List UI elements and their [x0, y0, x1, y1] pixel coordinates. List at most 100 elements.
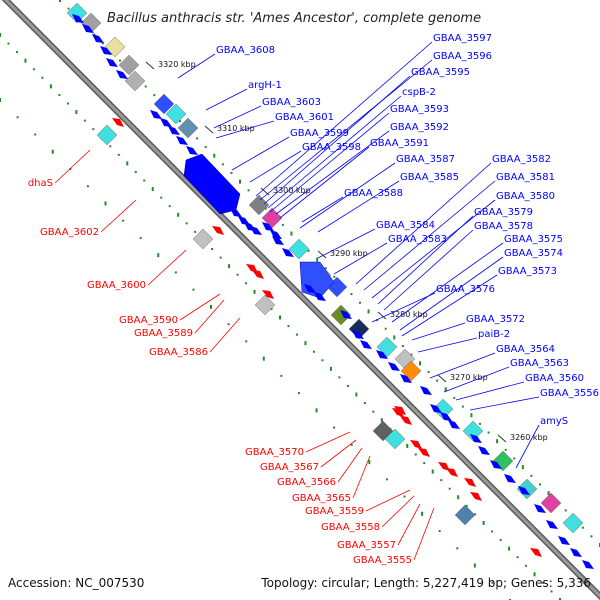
reverse-gene-label: GBAA_3570: [245, 447, 304, 458]
gc-dot-outer: [321, 359, 324, 362]
gc-dot-inner: [221, 163, 224, 166]
gc-dot-outer: [559, 598, 561, 600]
forward-gene-arrow: [582, 560, 594, 569]
forward-gene-label: GBAA_3584: [376, 220, 435, 231]
reverse-gene-label: GBAA_3565: [292, 493, 351, 504]
forward-label-leader: [317, 180, 400, 233]
gc-dot-inner: [539, 483, 541, 486]
reverse-label-leader: [352, 455, 371, 499]
forward-gene-label: GBAA_3572: [466, 314, 525, 325]
gc-dot-far: [421, 511, 424, 516]
feature-block: [153, 93, 175, 115]
gc-dot-far: [245, 340, 248, 343]
reverse-gene-arrow: [252, 270, 264, 279]
gc-dot-outer: [312, 350, 315, 353]
gc-dot-far: [174, 271, 177, 274]
gc-dot-inner: [384, 327, 387, 330]
forward-gene-arrow: [400, 374, 412, 383]
forward-gene-arrow: [352, 330, 364, 339]
forward-label-leader: [267, 95, 402, 209]
gc-dot-outer: [168, 205, 171, 208]
forward-gene-label: GBAA_3573: [498, 266, 557, 277]
forward-gene-arrow: [490, 460, 502, 469]
forward-gene-label: GBAA_3578: [474, 221, 533, 232]
gc-dot-inner: [376, 319, 379, 322]
forward-gene-arrow: [478, 446, 490, 455]
gc-dot-inner: [281, 223, 284, 226]
gc-dot-far: [0, 98, 1, 102]
gc-dot-far: [280, 374, 283, 377]
reverse-gene-arrow: [530, 548, 542, 557]
gc-dot-inner: [350, 293, 353, 296]
feature-block: [462, 420, 484, 442]
gc-dot-outer: [160, 196, 163, 199]
forward-gene-arrow: [518, 486, 530, 495]
reverse-gene-label: dhaS: [28, 178, 53, 189]
forward-label-leader: [429, 352, 496, 379]
gc-dot-outer: [92, 128, 95, 131]
reverse-gene-label: GBAA_3586: [149, 347, 208, 358]
gc-dot-outer: [24, 58, 27, 63]
reverse-gene-label: GBAA_3567: [260, 462, 319, 473]
gc-dot-far: [227, 323, 230, 326]
forward-gene-label: GBAA_3564: [496, 344, 555, 355]
gc-dot-inner: [436, 379, 439, 382]
feature-block: [118, 54, 140, 76]
forward-gene-label: GBAA_3560: [525, 373, 584, 384]
gc-dot-inner: [479, 422, 481, 425]
gc-dot-outer: [126, 161, 129, 166]
forward-label-leader: [275, 130, 390, 215]
feature-blocks: [66, 2, 584, 534]
forward-gene-arrow: [270, 230, 282, 239]
gc-dot-far: [139, 236, 142, 239]
feature-block: [165, 103, 187, 125]
gc-dot-inner: [521, 465, 524, 470]
gc-dot-outer: [41, 76, 44, 79]
feature-block: [192, 228, 214, 250]
reverse-gene-arrow: [470, 492, 482, 501]
forward-label-leader: [443, 366, 510, 393]
gc-dot-inner: [153, 94, 156, 97]
gc-dot-inner: [179, 120, 181, 123]
feature-block: [177, 117, 199, 139]
gc-dot-inner: [581, 526, 584, 529]
forward-label-leader: [355, 162, 492, 285]
scale-tick-mark: [377, 311, 387, 320]
reverse-label-leader: [54, 149, 91, 184]
reverse-gene-arrow: [112, 118, 124, 127]
gc-dot-outer: [491, 530, 494, 533]
forward-gene-arrow: [546, 520, 558, 529]
forward-gene-label: GBAA_3580: [496, 191, 555, 202]
gc-dot-outer: [516, 556, 519, 559]
forward-gene-arrow: [420, 386, 432, 395]
feature-block: [104, 36, 126, 58]
gc-dot-outer: [287, 325, 290, 328]
gc-dot-outer: [270, 307, 273, 310]
forward-gene-label: argH-1: [248, 80, 282, 91]
scale-tick-label: 3260 kbp: [510, 433, 548, 442]
forward-gene-label: GBAA_3579: [474, 207, 533, 218]
gc-dot-inner: [444, 387, 447, 392]
gc-dot-far: [350, 443, 353, 446]
reverse-label-leader: [320, 439, 357, 468]
forward-gene-arrow: [504, 474, 516, 483]
gc-dot-outer: [380, 418, 383, 423]
gc-dot-inner: [590, 535, 593, 538]
gc-dot-inner: [144, 85, 147, 88]
reverse-gene-label: GBAA_3589: [134, 328, 193, 339]
reverse-label-leader: [100, 199, 137, 233]
forward-label-leader: [377, 215, 474, 305]
reverse-gene-label: GBAA_3559: [305, 506, 364, 517]
gc-dot-far: [157, 253, 160, 258]
gc-dot-inner: [461, 405, 464, 408]
gc-dot-inner: [530, 474, 533, 477]
gc-dot-far: [210, 304, 213, 309]
gc-dot-inner: [496, 439, 499, 444]
forward-label-leader: [455, 381, 525, 401]
forward-gene-label: GBAA_3582: [492, 154, 551, 165]
forward-label-leader: [213, 105, 262, 129]
forward-label-leader: [399, 256, 504, 331]
gc-dot-far: [315, 408, 318, 413]
gc-dot-outer: [151, 187, 154, 192]
